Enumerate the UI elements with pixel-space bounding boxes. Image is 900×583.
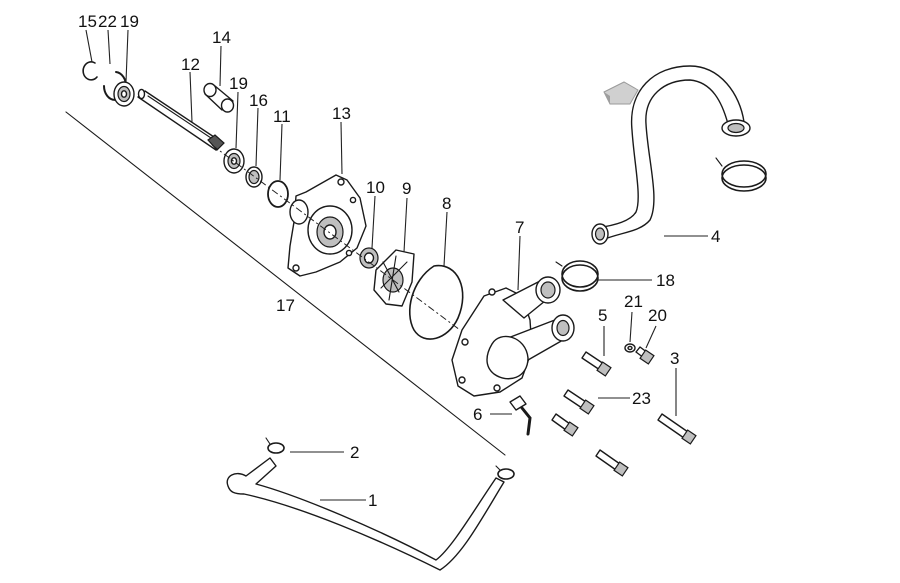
case-boundary-line xyxy=(65,111,506,456)
callout-7: 7 xyxy=(515,218,524,237)
callout-13: 13 xyxy=(332,104,351,123)
part-20-bolt xyxy=(635,346,655,365)
callout-19-lower: 19 xyxy=(229,74,248,93)
assembly-axis-line xyxy=(211,144,461,331)
part-4-radiator-hose xyxy=(591,65,751,245)
part-8-o-ring-large xyxy=(409,264,464,340)
part-2-hose-clip xyxy=(265,437,285,454)
callout-11: 11 xyxy=(273,107,291,126)
part-2-hose-clip-lower xyxy=(495,465,515,480)
part-23-bolt-upper xyxy=(563,389,595,415)
callout-16: 16 xyxy=(249,91,268,110)
callout-22: 22 xyxy=(98,12,117,31)
leader-lines xyxy=(85,29,708,501)
part-16-oil-seal xyxy=(245,166,263,188)
part-bolt-bottom xyxy=(595,449,629,477)
part-10-mechanical-seal xyxy=(359,247,379,269)
callout-5: 5 xyxy=(598,306,607,325)
callout-8: 8 xyxy=(442,194,451,213)
callout-4: 4 xyxy=(711,227,720,246)
part-11-o-ring xyxy=(267,180,289,208)
callout-15: 15 xyxy=(78,12,97,31)
callout-10: 10 xyxy=(366,178,385,197)
callout-9: 9 xyxy=(402,179,411,198)
callout-23: 23 xyxy=(632,389,651,408)
callout-labels: 15 22 19 14 12 19 16 11 13 10 9 8 7 4 18… xyxy=(78,12,720,510)
part-1-bypass-hose xyxy=(226,457,505,571)
part-15-circlip xyxy=(82,61,98,81)
part-9-impeller xyxy=(373,249,415,307)
part-5-bolt xyxy=(581,351,612,377)
callout-18: 18 xyxy=(656,271,675,290)
part-12-pump-shaft xyxy=(137,88,225,151)
callout-14: 14 xyxy=(212,28,231,47)
part-6-bleed-fitting xyxy=(509,395,532,436)
callout-1: 1 xyxy=(368,491,377,510)
callout-19-top: 19 xyxy=(120,12,139,31)
part-19-bearing-top xyxy=(113,81,135,107)
callout-21: 21 xyxy=(624,292,643,311)
part-3-bolt xyxy=(657,413,697,445)
part-21-washer xyxy=(624,343,636,353)
part-7-pump-cover xyxy=(451,276,575,397)
part-18-hose-clamp xyxy=(555,260,599,292)
callout-20: 20 xyxy=(648,306,667,325)
upper-hose-clamp xyxy=(715,157,767,192)
part-14-collar xyxy=(203,82,235,113)
callout-2: 2 xyxy=(350,443,359,462)
front-direction-arrow-icon xyxy=(603,81,639,105)
part-13-pump-body xyxy=(287,174,367,277)
part-23-bolt-lower xyxy=(551,413,579,437)
part-19-bearing-lower xyxy=(223,148,245,174)
callout-17: 17 xyxy=(276,296,295,315)
callout-12: 12 xyxy=(181,55,200,74)
callout-6: 6 xyxy=(473,405,482,424)
callout-3: 3 xyxy=(670,349,679,368)
